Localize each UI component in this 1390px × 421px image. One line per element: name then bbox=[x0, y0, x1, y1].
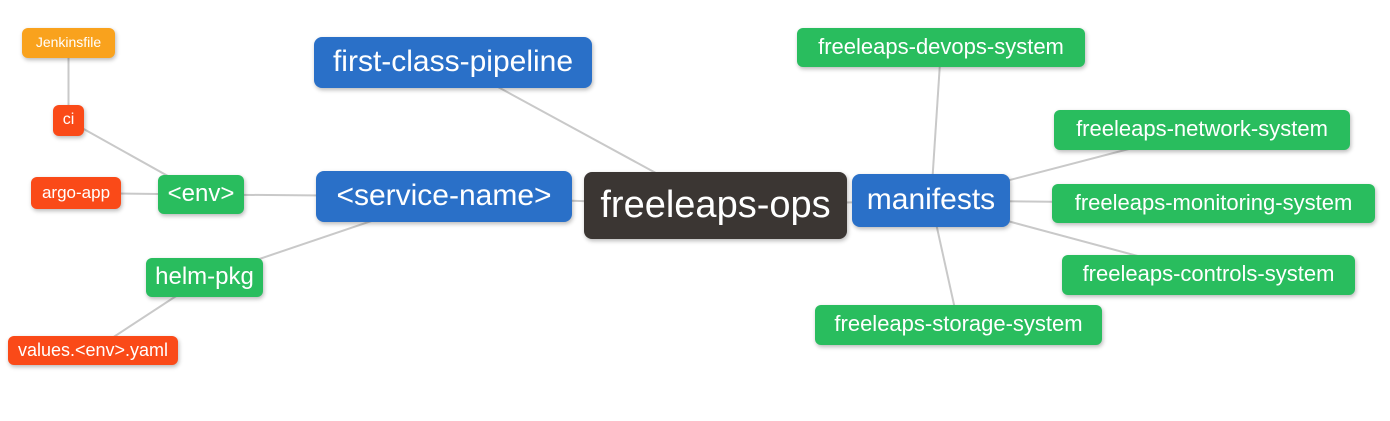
node-controls-system[interactable]: freeleaps-controls-system bbox=[1062, 255, 1355, 295]
node-label: freeleaps-network-system bbox=[1076, 116, 1328, 141]
node-label: values.<env>.yaml bbox=[17, 339, 169, 360]
node-label: freeleaps-controls-system bbox=[1082, 261, 1335, 286]
node-label: <service-name> bbox=[336, 178, 552, 212]
node-ci[interactable]: ci bbox=[53, 105, 84, 136]
node-argo-app[interactable]: argo-app bbox=[31, 177, 121, 209]
node-label: manifests bbox=[866, 182, 996, 216]
node-values-env-yaml[interactable]: values.<env>.yaml bbox=[8, 336, 178, 365]
node-label: argo-app bbox=[41, 182, 111, 202]
node-env[interactable]: <env> bbox=[158, 175, 244, 214]
node-label: helm-pkg bbox=[155, 262, 254, 290]
node-storage-system[interactable]: freeleaps-storage-system bbox=[815, 305, 1102, 345]
node-label: freeleaps-storage-system bbox=[834, 311, 1083, 336]
node-devops-system[interactable]: freeleaps-devops-system bbox=[797, 28, 1085, 67]
node-service-name[interactable]: <service-name> bbox=[316, 171, 572, 222]
node-label: <env> bbox=[167, 179, 235, 207]
node-manifests[interactable]: manifests bbox=[852, 174, 1010, 227]
node-label: Jenkinsfile bbox=[35, 34, 102, 50]
node-network-system[interactable]: freeleaps-network-system bbox=[1054, 110, 1350, 150]
node-freeleaps-ops[interactable]: freeleaps-ops bbox=[584, 172, 847, 239]
node-jenkinsfile[interactable]: Jenkinsfile bbox=[22, 28, 115, 58]
node-label: freeleaps-ops bbox=[600, 183, 831, 226]
node-label: first-class-pipeline bbox=[332, 44, 574, 78]
node-helm-pkg[interactable]: helm-pkg bbox=[146, 258, 263, 297]
node-label: freeleaps-devops-system bbox=[818, 33, 1064, 59]
node-first-class-pipeline[interactable]: first-class-pipeline bbox=[314, 37, 592, 88]
node-monitoring-system[interactable]: freeleaps-monitoring-system bbox=[1052, 184, 1375, 223]
node-label: ci bbox=[62, 110, 75, 128]
node-label: freeleaps-monitoring-system bbox=[1074, 189, 1353, 215]
